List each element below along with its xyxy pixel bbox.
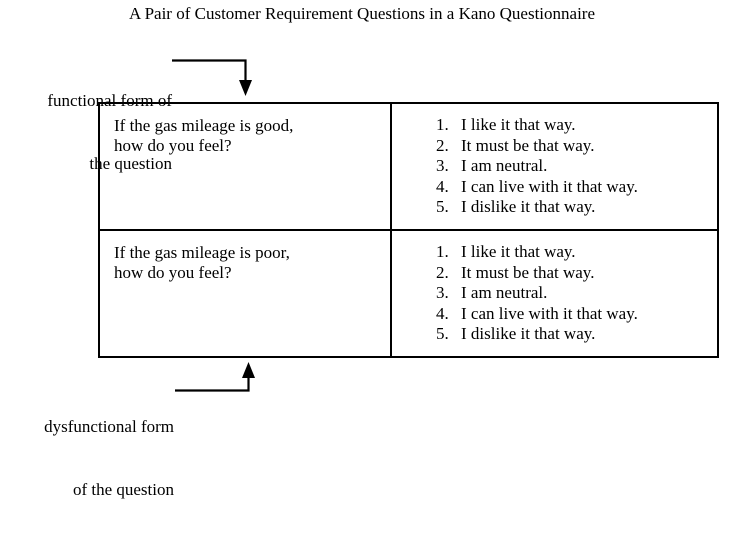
dysfunctional-answer-list: 1. I like it that way. 2. It must be tha… [392,231,717,345]
list-item[interactable]: 3. I am neutral. [436,283,717,304]
answer-label: I like it that way. [461,242,576,261]
table-row: If the gas mileage is poor, how do you f… [98,229,719,358]
list-item[interactable]: 3. I am neutral. [436,156,717,177]
answer-number: 5. [436,324,449,343]
dysfunctional-form-label-line-1: dysfunctional form [44,417,174,436]
answer-number: 4. [436,303,449,323]
answer-label: I am neutral. [461,156,548,175]
table-row: If the gas mileage is good, how do you f… [98,102,719,231]
answer-label: I like it that way. [461,115,576,134]
dysfunctional-form-arrow-icon [175,362,255,392]
kano-questionnaire-figure: A Pair of Customer Requirement Questions… [44,4,719,499]
list-item[interactable]: 5. I dislike it that way. [436,324,717,345]
list-item[interactable]: 2. It must be that way. [436,136,717,157]
list-item[interactable]: 1. I like it that way. [436,242,717,263]
answer-number: 5. [436,197,449,216]
answer-number: 4. [436,176,449,196]
list-item[interactable]: 4. I can live with it that way. [436,177,717,198]
dysfunctional-form-label-line-2: of the question [72,480,174,499]
figure-title: A Pair of Customer Requirement Questions… [129,4,595,23]
dysfunctional-question-text: If the gas mileage is poor, how do you f… [114,243,290,282]
dysfunctional-form-label: dysfunctional form of the question [4,374,174,542]
list-item[interactable]: 2. It must be that way. [436,263,717,284]
functional-question-text: If the gas mileage is good, how do you f… [114,116,294,155]
answer-number: 3. [436,283,449,302]
answer-number: 2. [436,262,449,282]
functional-answers-cell: 1. I like it that way. 2. It must be tha… [390,102,719,231]
answer-label: I am neutral. [461,283,548,302]
functional-form-arrow-icon [172,59,252,96]
answer-label: I can live with it that way. [461,176,638,196]
dysfunctional-answers-cell: 1. I like it that way. 2. It must be tha… [390,229,719,358]
answer-number: 2. [436,135,449,155]
answer-label: It must be that way. [461,262,595,282]
answer-label: I can live with it that way. [461,303,638,323]
answer-label: I dislike it that way. [461,324,596,343]
answer-label: I dislike it that way. [461,197,596,216]
answer-number: 1. [436,242,449,261]
dysfunctional-question-cell: If the gas mileage is poor, how do you f… [98,229,392,358]
list-item[interactable]: 1. I like it that way. [436,115,717,136]
functional-answer-list: 1. I like it that way. 2. It must be tha… [392,104,717,218]
answer-number: 1. [436,115,449,134]
list-item[interactable]: 5. I dislike it that way. [436,197,717,218]
functional-question-cell: If the gas mileage is good, how do you f… [98,102,392,231]
list-item[interactable]: 4. I can live with it that way. [436,304,717,325]
kano-question-table: If the gas mileage is good, how do you f… [98,102,719,358]
answer-label: It must be that way. [461,135,595,155]
answer-number: 3. [436,156,449,175]
